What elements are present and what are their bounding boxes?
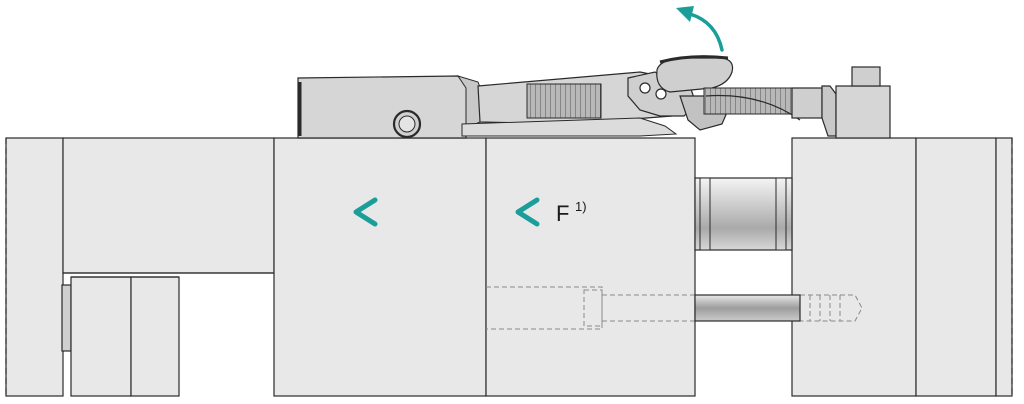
sliding-block-right (485, 137, 696, 397)
spacer-cylinder (694, 177, 793, 251)
curved-arrow-icon (676, 6, 724, 52)
base-plate-left (5, 137, 64, 397)
anchor-block-right (821, 66, 891, 139)
sliding-block-center (273, 137, 487, 397)
base-block-upper-left (62, 137, 275, 274)
tension-rod (694, 294, 801, 322)
chevron-left-icon (515, 197, 540, 227)
force-footnote: 1) (575, 199, 587, 214)
fixed-block-right (791, 137, 1013, 397)
clamp-body-left (297, 75, 486, 139)
threaded-tie-rod (703, 87, 823, 121)
hidden-bore-outline (486, 286, 863, 330)
force-label: F (556, 201, 569, 226)
chevron-left-icon (353, 197, 378, 227)
lower-small-blocks (61, 272, 274, 397)
